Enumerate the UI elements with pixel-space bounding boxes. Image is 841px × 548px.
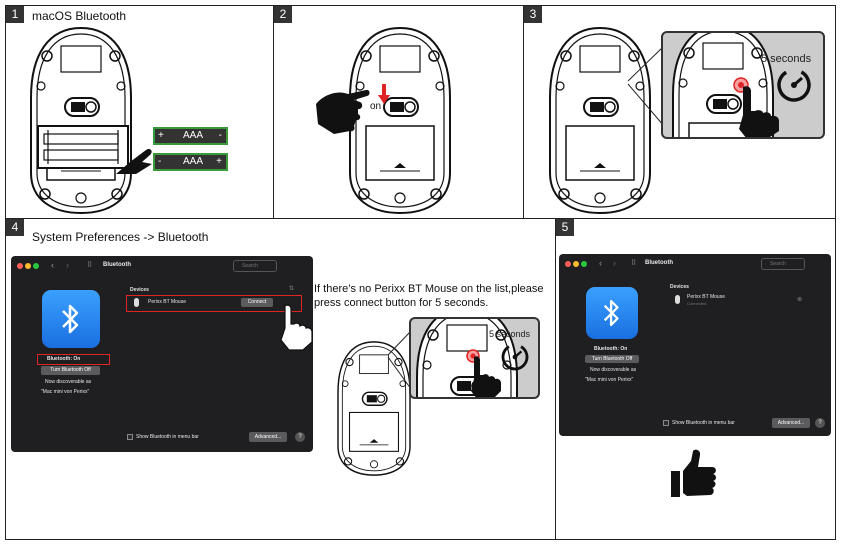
bluetooth-logo-icon [42, 290, 100, 348]
devices-header: Devices [670, 284, 689, 290]
sort-icon: ⇅ [289, 286, 295, 292]
bluetooth-preferences-window: ‹ › ⠿ Bluetooth Search Bluetooth: On Tur… [11, 256, 313, 452]
zoom-callout: 5 seconds [409, 317, 540, 399]
bluetooth-status: Bluetooth: On [594, 346, 628, 352]
close-window-button[interactable] [17, 263, 23, 269]
instruction-note: If there’s no Perixx BT Mouse on the lis… [314, 283, 544, 309]
device-row[interactable]: Perixx BT Mouse Connect [126, 296, 302, 310]
connect-button[interactable]: Connect [241, 298, 273, 307]
search-input[interactable]: Search [233, 260, 277, 272]
battery-plus-label: + [158, 130, 164, 141]
help-button[interactable]: ? [295, 432, 305, 442]
zoom-callout-lines [387, 330, 412, 390]
hand-pressing-icon [471, 356, 501, 397]
mouse-device-icon [134, 298, 139, 307]
device-name: Perixx BT Mouse [687, 294, 725, 300]
step-number: 2 [274, 6, 292, 23]
hand-pointing-icon [116, 148, 152, 174]
discoverable-name: "Mac mini von Perixx" [41, 389, 90, 395]
step-1-panel: 1 macOS Bluetooth + AAA - - AAA + [5, 5, 274, 219]
battery-aaa-2: - AAA + [153, 153, 228, 171]
hand-pressing-icon [316, 89, 370, 134]
devices-list: Devices ⇅ Perixx BT Mouse Connect [124, 284, 304, 424]
show-in-menu-bar-checkbox[interactable] [663, 420, 669, 426]
device-status: Connected [687, 301, 707, 306]
window-titlebar: ‹ › ⠿ Bluetooth Search [559, 254, 831, 274]
hand-pressing-icon [739, 86, 779, 137]
zoom-callout: 5 seconds [661, 31, 825, 139]
battery-plus-label: + [216, 156, 222, 167]
battery-type-label: AAA [183, 156, 204, 167]
timer-label: 5 seconds [761, 53, 812, 65]
step-number: 1 [6, 6, 24, 23]
status-highlight-box [37, 354, 110, 365]
discoverable-text: Now discoverable as [590, 367, 637, 373]
zoom-window-button[interactable] [33, 263, 39, 269]
step-4-panel: 4 System Preferences -> Bluetooth ‹ › ⠿ … [5, 218, 556, 540]
device-highlight-box [126, 295, 302, 312]
advanced-button[interactable]: Advanced... [249, 432, 287, 442]
zoom-window-button[interactable] [581, 261, 587, 267]
grid-icon[interactable]: ⠿ [631, 260, 637, 267]
thumbs-up-icon [671, 449, 716, 497]
step-2-panel: 2 on [273, 5, 524, 219]
close-window-button[interactable] [565, 261, 571, 267]
battery-minus-label: - [158, 156, 162, 167]
bluetooth-logo-icon [586, 287, 638, 339]
minimize-window-button[interactable] [573, 261, 579, 267]
timer-icon [497, 339, 533, 375]
battery-minus-label: - [218, 130, 222, 141]
search-placeholder: Search [770, 261, 786, 267]
step-number: 3 [524, 6, 542, 23]
advanced-button[interactable]: Advanced... [772, 418, 810, 428]
turn-bluetooth-off-button[interactable]: Turn Bluetooth Off [585, 355, 639, 363]
discoverable-name: "Mac mini von Perixx" [585, 377, 634, 383]
step-title: macOS Bluetooth [32, 9, 127, 23]
arrow-down-icon [378, 84, 390, 104]
hand-pointer-icon [280, 304, 313, 351]
step-number: 5 [556, 219, 574, 236]
device-row[interactable]: Perixx BT Mouse Connected ⊗ [669, 292, 809, 310]
bluetooth-preferences-window: ‹ › ⠿ Bluetooth Search Bluetooth: On Tur… [559, 254, 831, 436]
timer-label: 5 seconds [489, 329, 531, 339]
battery-aaa-1: + AAA - [153, 127, 228, 145]
step-5-panel: 5 ‹ › ⠿ Bluetooth Search Bluetooth: On T… [555, 218, 836, 540]
zoom-callout-lines [627, 45, 665, 127]
search-input[interactable]: Search [761, 258, 805, 270]
minimize-window-button[interactable] [25, 263, 31, 269]
turn-bluetooth-off-button[interactable]: Turn Bluetooth Off [41, 366, 100, 375]
window-title: Bluetooth [103, 262, 131, 268]
window-titlebar: ‹ › ⠿ Bluetooth Search [11, 256, 313, 276]
step-title: System Preferences -> Bluetooth [32, 230, 209, 244]
window-title: Bluetooth [645, 260, 673, 266]
step-3-panel: 3 5 seconds [523, 5, 836, 219]
back-arrow-icon[interactable]: ‹ [51, 260, 54, 270]
devices-header: Devices [130, 287, 149, 293]
device-name: Perixx BT Mouse [148, 299, 186, 305]
timer-icon [771, 62, 817, 108]
forward-arrow-icon[interactable]: › [66, 260, 69, 270]
remove-device-icon[interactable]: ⊗ [797, 297, 803, 303]
battery-type-label: AAA [183, 130, 204, 141]
mouse-bottom-illustration [30, 27, 132, 214]
power-switch-label: on [370, 101, 382, 112]
battery-compartment-open-illustration [37, 125, 129, 169]
help-button[interactable]: ? [815, 418, 825, 428]
grid-icon[interactable]: ⠿ [87, 262, 93, 269]
back-arrow-icon[interactable]: ‹ [599, 258, 602, 268]
step-number: 4 [6, 219, 24, 236]
show-in-menu-bar-label: Show Bluetooth in menu bar [136, 434, 199, 440]
show-in-menu-bar-label: Show Bluetooth in menu bar [672, 420, 735, 426]
show-in-menu-bar-checkbox[interactable] [127, 434, 133, 440]
mouse-device-icon [675, 295, 680, 304]
search-placeholder: Search [242, 263, 258, 269]
discoverable-text: Now discoverable as [45, 379, 92, 385]
bluetooth-status: Bluetooth: On [47, 356, 81, 362]
forward-arrow-icon[interactable]: › [613, 258, 616, 268]
